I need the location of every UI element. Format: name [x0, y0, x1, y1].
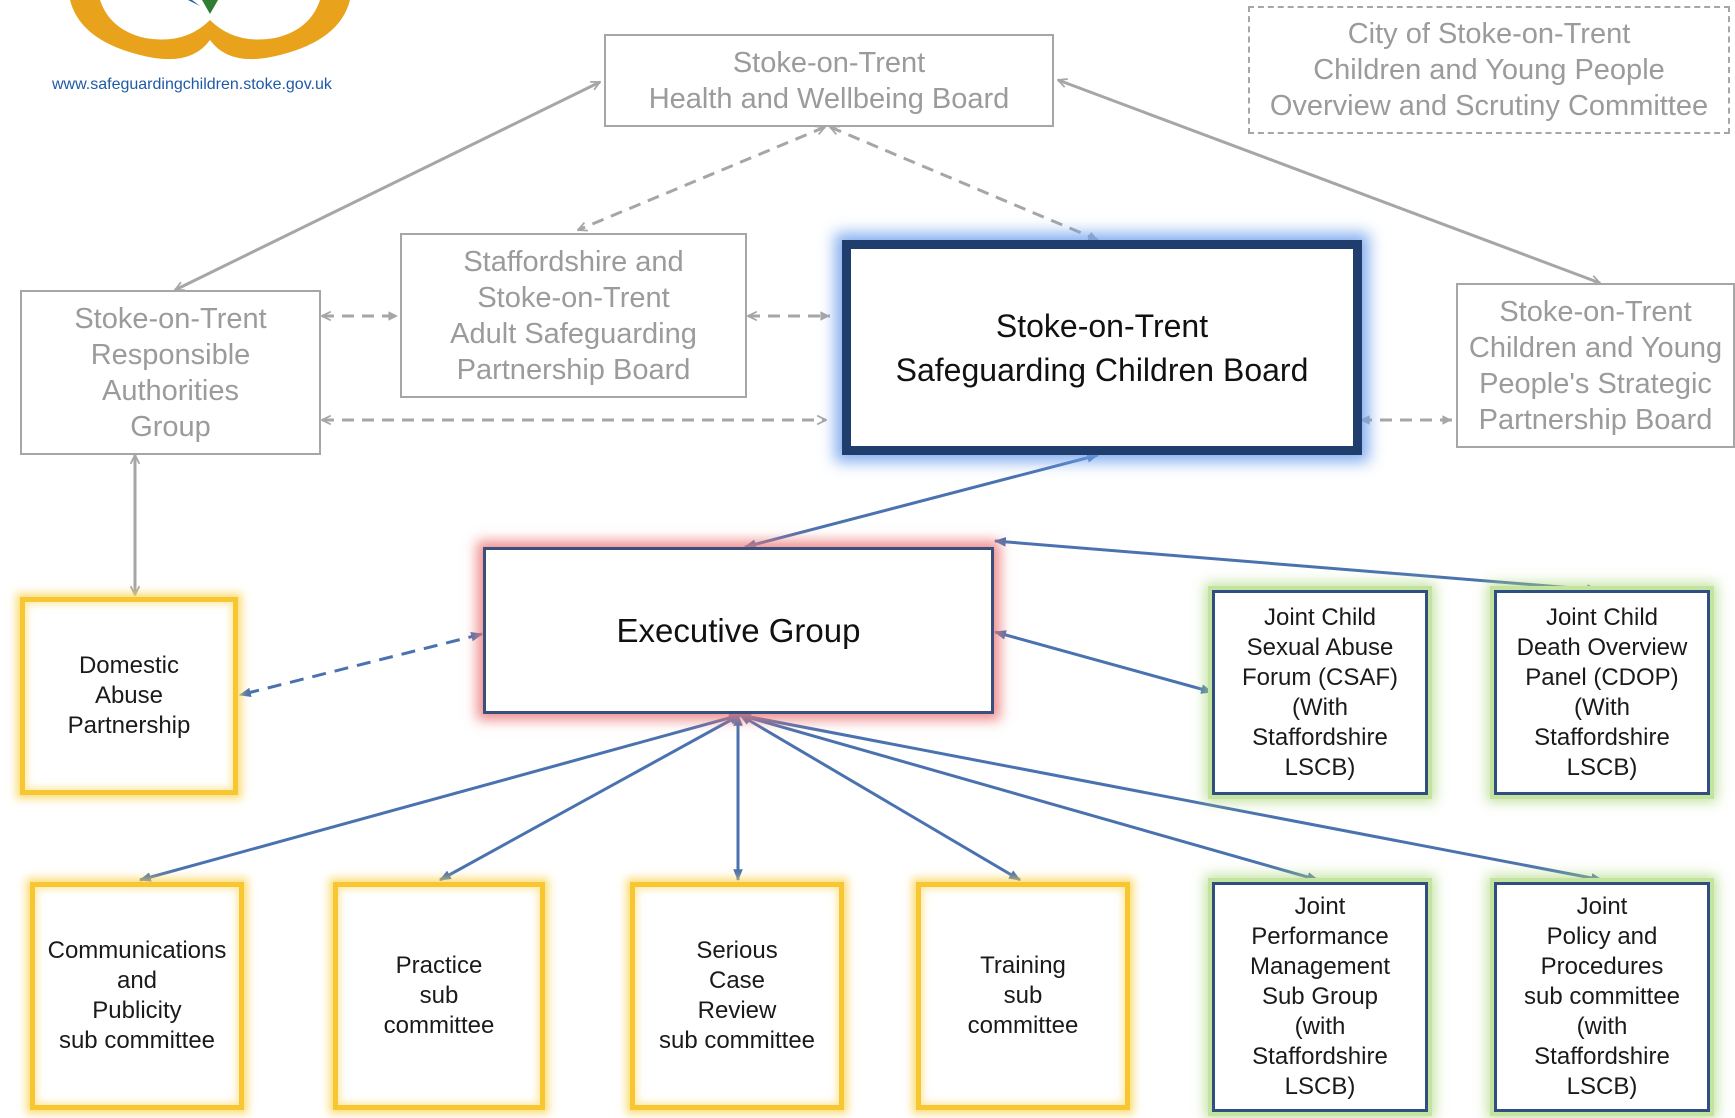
link-lscb-executive	[743, 453, 1100, 549]
cdop-panel: Joint Child Death Overview Panel (CDOP) …	[1494, 590, 1710, 795]
executive-group: Executive Group	[483, 547, 994, 714]
link-health-cyp	[1058, 80, 1600, 283]
scrutiny-committee: City of Stoke-on-Trent Children and Youn…	[1248, 6, 1730, 134]
policy-procedures-subcommittee: Joint Policy and Procedures sub committe…	[1494, 882, 1710, 1112]
link-executive-domestic	[238, 631, 484, 698]
health-wellbeing-board: Stoke-on-Trent Health and Wellbeing Boar…	[604, 34, 1054, 127]
practice-subcommittee: Practice sub committee	[333, 882, 545, 1110]
link-health-adult	[578, 127, 825, 230]
safeguarding-children-board: Stoke-on-Trent Safeguarding Children Boa…	[842, 240, 1362, 455]
serious-case-review-subcommittee: Serious Case Review sub committee	[630, 882, 844, 1110]
hands-logo-icon	[70, 0, 350, 60]
training-subcommittee: Training sub committee	[916, 882, 1130, 1110]
responsible-authorities-group: Stoke-on-Trent Responsible Authorities G…	[20, 290, 321, 455]
link-health-responsible	[175, 80, 600, 292]
link-executive-training	[738, 713, 1022, 882]
communications-publicity-subcommittee: Communications and Publicity sub committ…	[30, 882, 244, 1110]
link-health-lscb	[830, 127, 1099, 242]
csaf-forum: Joint Child Sexual Abuse Forum (CSAF) (W…	[1212, 590, 1428, 795]
link-executive-policy	[738, 712, 1604, 883]
link-executive-practice	[438, 713, 742, 882]
performance-management-subgroup: Joint Performance Management Sub Group (…	[1212, 882, 1428, 1112]
adult-safeguarding-board: Staffordshire and Stoke-on-Trent Adult S…	[400, 233, 747, 398]
link-executive-cdop	[993, 537, 1600, 594]
cyp-strategic-partnership-board: Stoke-on-Trent Children and Young People…	[1456, 283, 1735, 448]
domestic-abuse-partnership: Domestic Abuse Partnership	[20, 597, 238, 795]
link-executive-csaf	[993, 630, 1214, 694]
website-url[interactable]: www.safeguardingchildren.stoke.gov.uk	[52, 76, 332, 93]
